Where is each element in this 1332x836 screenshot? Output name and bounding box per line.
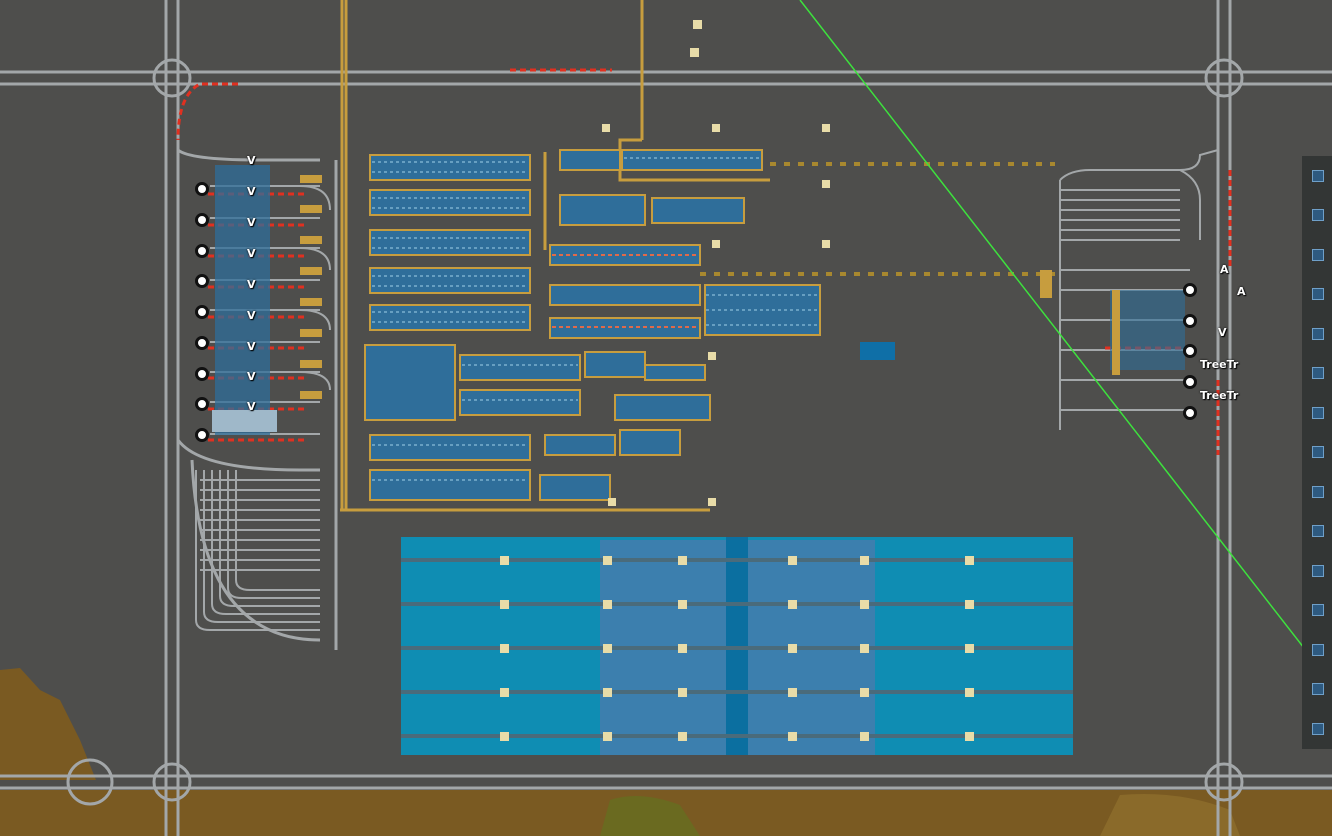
train-stop-label: TreeTr	[1200, 389, 1239, 402]
train-stop-label: V	[247, 278, 256, 291]
panel-slot[interactable]	[1312, 683, 1324, 695]
panel-slot[interactable]	[1312, 486, 1324, 498]
red-belts	[552, 254, 698, 328]
right-station-machines	[1040, 270, 1185, 375]
train-stop-icon[interactable]	[195, 336, 209, 350]
train-stop-icon[interactable]	[195, 428, 209, 442]
underground-belts	[700, 162, 1055, 276]
dirt-terrain	[0, 668, 1332, 836]
water-field	[401, 537, 1073, 755]
inserters	[372, 157, 818, 481]
panel-slot[interactable]	[1312, 604, 1324, 616]
panel-slot[interactable]	[1312, 644, 1324, 656]
train-stop-label: V	[247, 216, 256, 229]
train-stop-label: V	[1218, 326, 1227, 339]
train-stop-label: V	[247, 247, 256, 260]
train-stop-icon[interactable]	[195, 182, 209, 196]
panel-slot[interactable]	[1312, 328, 1324, 340]
train-stop-label: A	[1220, 263, 1229, 276]
train-stop-icon[interactable]	[195, 274, 209, 288]
sand-patch	[1100, 794, 1240, 836]
train-stop-icon[interactable]	[195, 244, 209, 258]
train-stop-label: V	[247, 370, 256, 383]
power-poles	[602, 20, 830, 506]
train-stop-label: V	[247, 309, 256, 322]
side-panel	[1302, 156, 1332, 749]
grass-patch	[600, 796, 700, 836]
panel-slot[interactable]	[1312, 288, 1324, 300]
train-stop-label: V	[247, 185, 256, 198]
train-stop-icon[interactable]	[1183, 344, 1197, 358]
panel-slot[interactable]	[1312, 446, 1324, 458]
panel-slot[interactable]	[1312, 525, 1324, 537]
left-stacker-tracks	[195, 185, 331, 631]
train-stop-label: V	[247, 154, 256, 167]
factory-block	[364, 149, 821, 501]
train-stop-icon[interactable]	[1183, 283, 1197, 297]
panel-slot[interactable]	[1312, 249, 1324, 261]
pump-structure	[860, 342, 895, 360]
rail-signals	[176, 68, 1232, 455]
panel-slot[interactable]	[1312, 407, 1324, 419]
train-stop-icon[interactable]	[1183, 406, 1197, 420]
train-stop-icon[interactable]	[195, 397, 209, 411]
panel-slot[interactable]	[1312, 209, 1324, 221]
train-stop-icon[interactable]	[195, 305, 209, 319]
panel-slot[interactable]	[1312, 723, 1324, 735]
train-stop-icon[interactable]	[1183, 314, 1197, 328]
train-stop-label: TreeTr	[1200, 358, 1239, 371]
belt-lines	[340, 0, 770, 512]
train-stop-icon[interactable]	[1183, 375, 1197, 389]
train-stop-icon[interactable]	[195, 367, 209, 381]
train-stop-icon[interactable]	[195, 213, 209, 227]
train-stop-label: V	[247, 400, 256, 413]
left-station-machines	[212, 165, 322, 435]
train-stop-label: V	[247, 340, 256, 353]
panel-slot[interactable]	[1312, 367, 1324, 379]
panel-slot[interactable]	[1312, 170, 1324, 182]
panel-slot[interactable]	[1312, 565, 1324, 577]
train-stop-label: A	[1237, 285, 1246, 298]
laser-beam	[799, 0, 1332, 685]
